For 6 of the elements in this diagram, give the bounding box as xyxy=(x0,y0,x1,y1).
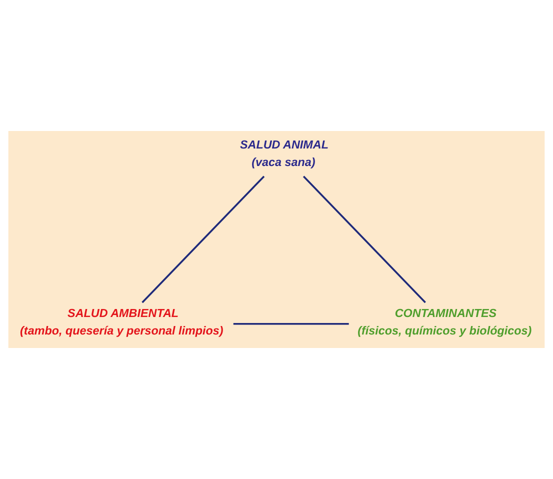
connector xyxy=(302,176,426,304)
node-text: SALUD AMBIENTAL (tambo, quesería y personal limpios) xyxy=(20,307,224,338)
node-text: CONTAMINANTES (físicos, químicos y biológicos) xyxy=(358,307,532,338)
connector xyxy=(233,322,349,325)
node-text: SALUD ANIMAL (vaca sana) xyxy=(240,138,328,169)
connector xyxy=(142,176,265,304)
